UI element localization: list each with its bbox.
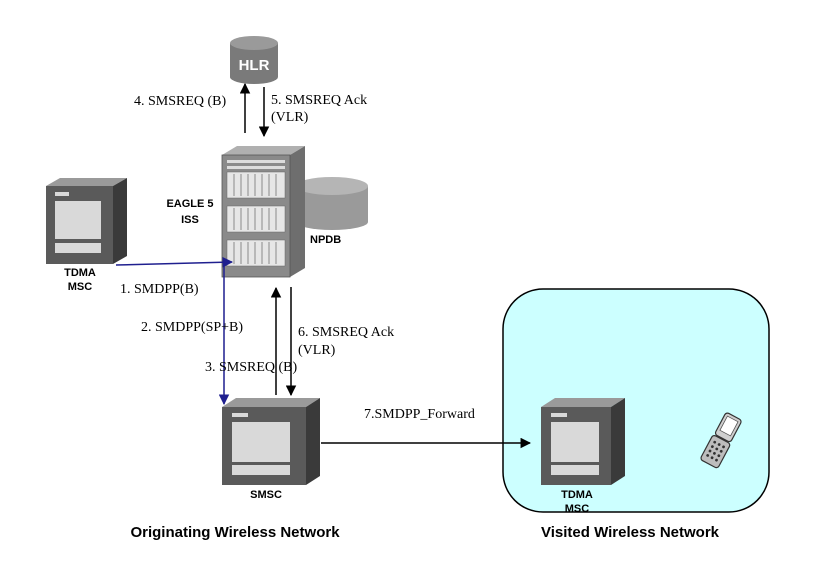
hlr-label: HLR xyxy=(239,57,270,74)
message-2-label: 2. SMDPP(SP+B) xyxy=(141,320,243,335)
tdma-msc-left-icon xyxy=(46,178,127,264)
smsc-label: SMSC xyxy=(250,489,282,501)
message-5-label-line1: 5. SMSREQ Ack xyxy=(271,93,367,108)
arrow-1-smdpp-to-eagle xyxy=(115,256,234,268)
tdma-left-label-line1: TDMA xyxy=(64,267,96,279)
tdma-right-label-line1: TDMA xyxy=(561,489,593,501)
message-5-label-line2: (VLR) xyxy=(271,110,309,125)
eagle-server-rack-icon xyxy=(221,146,305,278)
tdma-left-label-line2: MSC xyxy=(68,281,93,293)
message-6-label-line2: (VLR) xyxy=(298,343,336,358)
originating-network-label: Originating Wireless Network xyxy=(130,524,340,541)
message-1-label: 1. SMDPP(B) xyxy=(120,282,199,297)
tdma-right-label-line2: MSC xyxy=(565,503,590,515)
message-7-label: 7.SMDPP_Forward xyxy=(364,407,475,422)
message-6-label-line1: 6. SMSREQ Ack xyxy=(298,325,394,340)
npdb-database-icon xyxy=(296,177,368,230)
smsc-icon xyxy=(222,398,320,485)
visited-network-label: Visited Wireless Network xyxy=(541,524,720,541)
message-3-label: 3. SMSREQ (B) xyxy=(205,360,298,375)
eagle-label-line1: EAGLE 5 xyxy=(166,198,213,210)
hlr-database-icon: HLR xyxy=(230,36,278,84)
mobile-phone-icon xyxy=(700,412,742,469)
eagle-label-line2: ISS xyxy=(181,214,199,226)
message-4-label: 4. SMSREQ (B) xyxy=(134,94,227,109)
npdb-label: NPDB xyxy=(310,234,341,246)
tdma-msc-right-icon xyxy=(541,398,625,485)
